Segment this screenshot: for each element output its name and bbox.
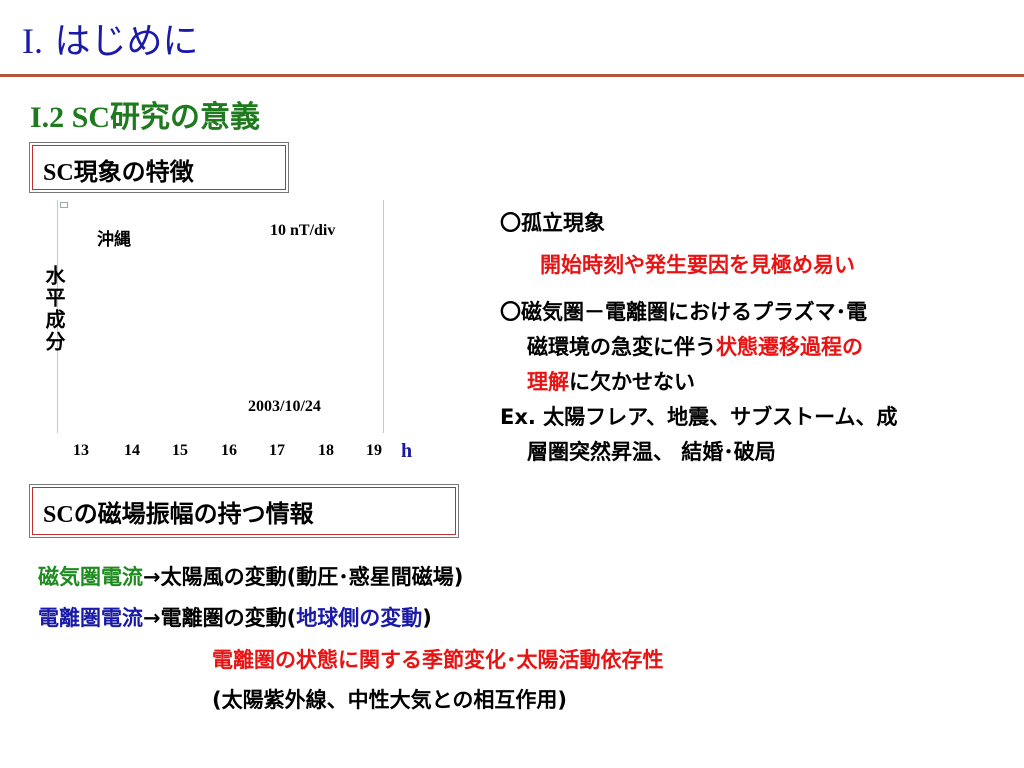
magnetosphere-current-label: 磁気圏電流 [38, 565, 143, 589]
section-box-amplitude: SCの磁場振幅の持つ情報 [29, 484, 459, 538]
plot-date-label: 2003/10/24 [248, 398, 321, 415]
section-box-features: SC現象の特徴 [29, 142, 289, 193]
plasma-line3-text: に欠かせない [569, 370, 695, 394]
plot-corner-mark [60, 202, 68, 208]
x-tick-label: 18 [318, 442, 334, 459]
x-tick-label: 13 [73, 442, 89, 459]
bullet-plasma-line2: 磁環境の急変に伴う状態遷移過程の [527, 331, 863, 361]
box-amplitude-text: の磁場振幅の持つ情報 [73, 500, 314, 528]
seasonal-dependence-line: 電離圏の状態に関する季節変化･太陽活動依存性 [212, 648, 664, 672]
bullet-isolated-detail: 開始時刻や発生要因を見極め易い [540, 253, 855, 277]
bullet-plasma-line3: 理解に欠かせない [527, 366, 695, 396]
ionosphere-current-emphasis: 地球側の変動 [296, 606, 423, 630]
example-line2: 層圏突然昇温、 結婚･破局 [527, 440, 776, 464]
title-divider [0, 74, 1024, 77]
box-features-prefix: SC [43, 160, 74, 186]
x-tick-label: 19 [366, 442, 382, 459]
slide-title: I. はじめに [22, 12, 198, 64]
box-features-text: 現象の特徴 [73, 158, 194, 186]
plot-y-label: 水平成分 [42, 265, 66, 353]
magnetosphere-current-line: 磁気圏電流→太陽風の変動(動圧･惑星間磁場) [38, 561, 463, 591]
bullet-plasma-line1: 〇磁気圏－電離圏におけるプラズマ･電 [500, 300, 868, 324]
plot-station-label: 沖縄 [97, 230, 131, 250]
example-line1: Ex. 太陽フレア、地震、サブストーム、成 [500, 405, 898, 429]
plasma-line3-emphasis: 理解 [527, 370, 569, 394]
slide-title-main: はじめに [54, 21, 199, 62]
bullet-isolated: 〇孤立現象 [500, 211, 605, 235]
box-amplitude-prefix: SC [43, 502, 74, 528]
x-tick-label: 15 [172, 442, 188, 459]
ionosphere-current-close: ) [422, 606, 432, 630]
section-subtitle-main: 研究の意義 [110, 100, 261, 135]
section-subtitle: I.2 SC研究の意義 [30, 92, 260, 136]
ionosphere-current-text: →電離圏の変動( [143, 606, 297, 630]
section-subtitle-prefix: I.2 SC [30, 101, 111, 134]
slide-title-prefix: I. [22, 21, 43, 61]
plasma-line2-text: 磁環境の急変に伴う [527, 335, 716, 359]
magnetosphere-current-text: →太陽風の変動(動圧･惑星間磁場) [143, 565, 464, 589]
x-tick-label: 16 [221, 442, 237, 459]
plasma-line2-emphasis: 状態遷移過程の [716, 335, 863, 359]
ionosphere-current-line: 電離圏電流→電離圏の変動(地球側の変動) [38, 602, 432, 632]
plot-scale-label: 10 nT/div [270, 222, 336, 239]
x-unit-label: h [401, 440, 413, 462]
x-tick-label: 14 [124, 442, 140, 459]
interaction-line: (太陽紫外線、中性大気との相互作用) [212, 688, 567, 712]
x-tick-label: 17 [269, 442, 285, 459]
magnetogram-plot [57, 200, 384, 433]
ionosphere-current-label: 電離圏電流 [38, 606, 143, 630]
